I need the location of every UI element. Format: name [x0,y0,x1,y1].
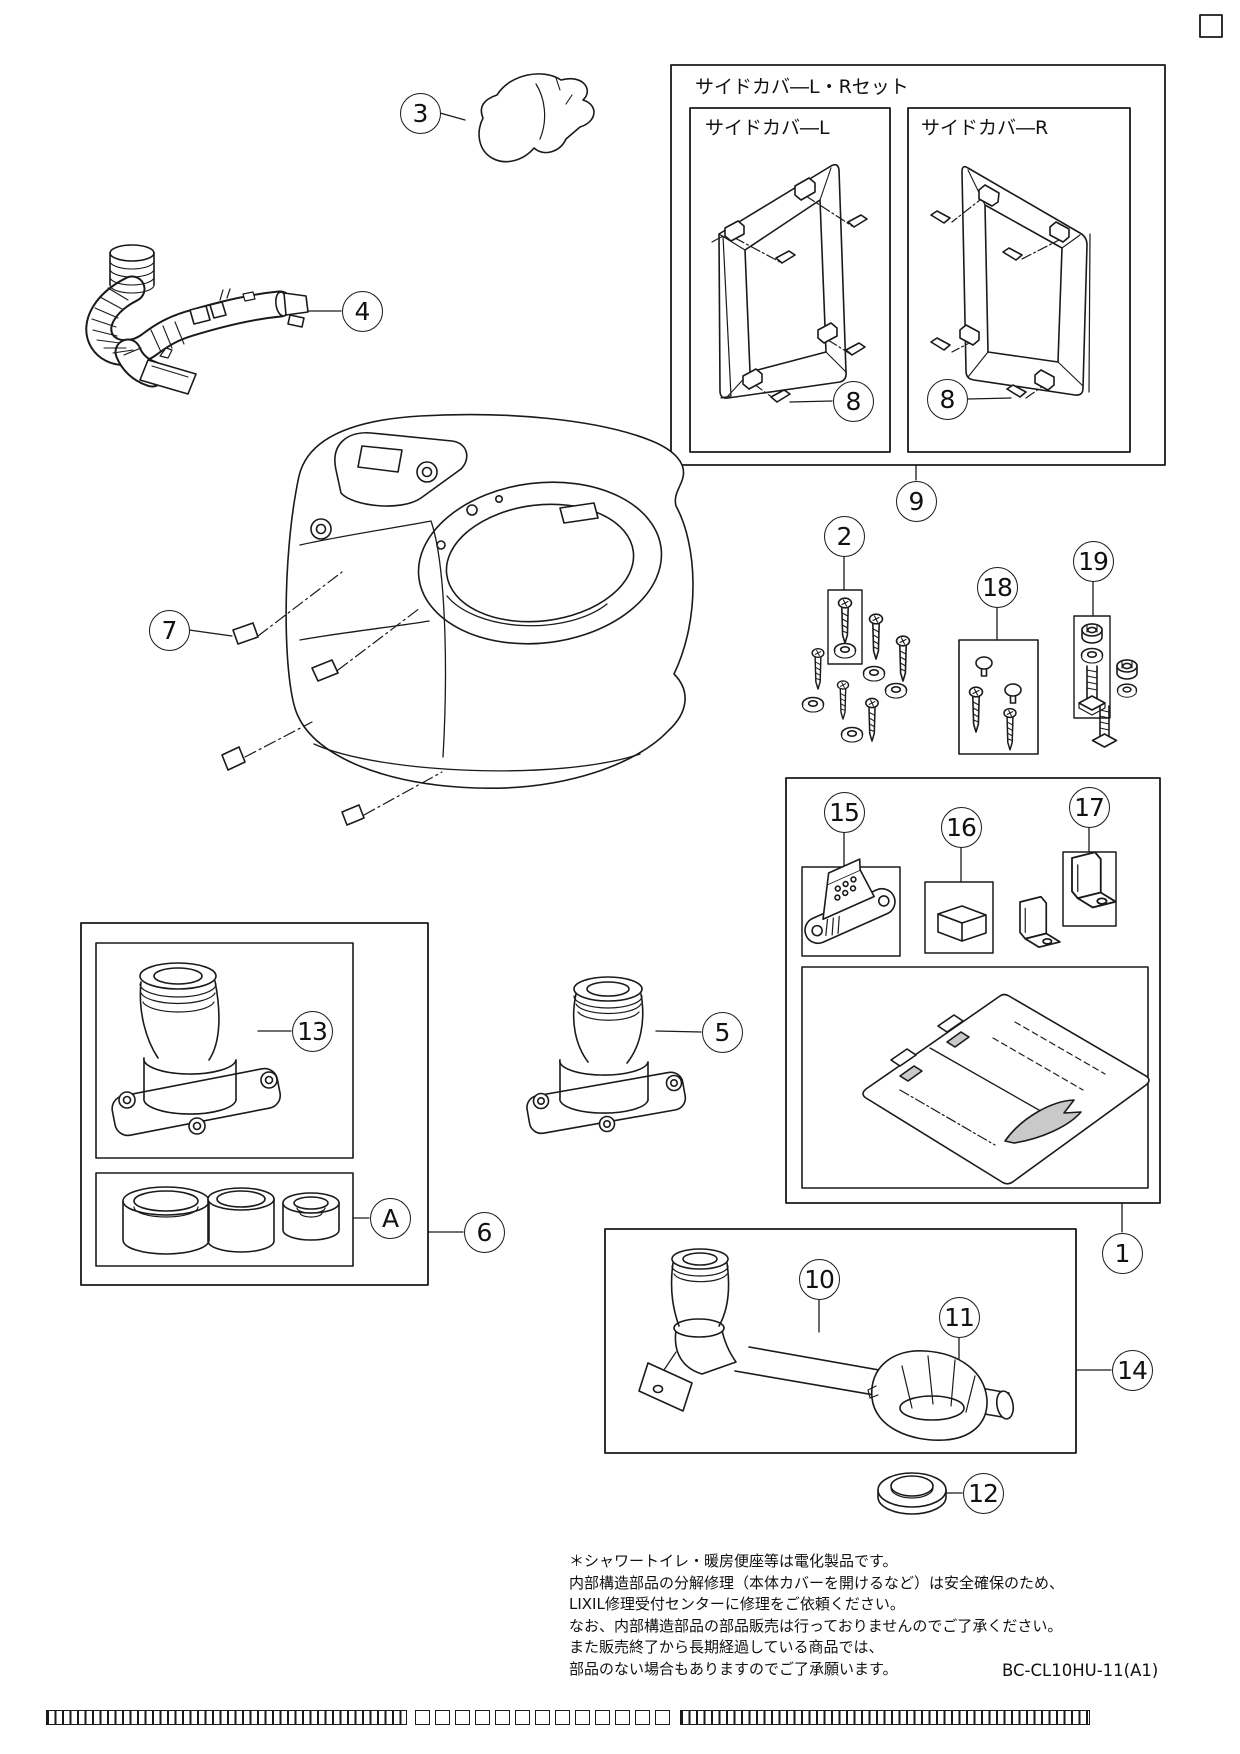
part-A-box [95,1172,354,1267]
side-cover-right-label: サイドカバ―R [921,117,1049,139]
barcode-strip-right [680,1710,1090,1725]
part-7-stickers-drawing [221,571,443,826]
document-code: BC-CL10HU-11(A1) [1002,1661,1159,1680]
side-cover-right-box [907,107,1131,453]
part-3-damper-drawing [478,73,595,163]
part-17-brackets-drawing [1019,851,1117,948]
callout-2: 2 [823,515,865,557]
callout-5: 5 [701,1011,743,1053]
toilet-body-drawing [285,413,694,789]
callout-9: 9 [895,480,937,522]
callout-7: 7 [148,609,190,651]
callout-16: 16 [940,806,982,848]
side-cover-right-panel-drawing [930,165,1091,399]
callout-8-right: 8 [926,378,968,420]
callout-A: A [369,1197,411,1239]
side-cover-set-box [670,64,1166,466]
callout-10: 10 [798,1258,840,1300]
callout-19: 19 [1072,540,1114,582]
side-cover-left-label: サイドカバ―L [705,117,830,139]
frame-boxes [80,14,1223,1454]
note-line: LIXIL修理受付センターに修理をご依頼ください。 [569,1595,905,1613]
barcode-square [635,1710,650,1725]
callout-14: 14 [1111,1349,1153,1391]
callout-15: 15 [823,791,865,833]
barcode-square [575,1710,590,1725]
callout-6: 6 [463,1211,505,1253]
note-line: また販売終了から長期経過している商品では、 [569,1638,884,1656]
callout-4: 4 [341,290,383,332]
barcode-square [555,1710,570,1725]
callout-17: 17 [1068,786,1110,828]
barcode-square [655,1710,670,1725]
barcode-square [515,1710,530,1725]
screw-2-box [827,589,863,665]
part-13-socket-drawing [111,962,282,1137]
part-1-sheet-drawing [862,993,1150,1185]
side-cover-set-title: サイドカバ―L・Rセット [695,76,909,98]
barcode-squares [415,1710,672,1725]
barcode-square [435,1710,450,1725]
callout-13: 13 [291,1010,333,1052]
barcode-square [615,1710,630,1725]
callout-12: 12 [962,1472,1004,1514]
corner-mark [1199,14,1223,38]
barcode-square [475,1710,490,1725]
kit-6-box [80,922,429,1286]
part-18-fasteners-drawing [968,656,1022,751]
part-16-box [924,881,994,954]
barcode-strip-left [46,1710,407,1725]
callout-18: 18 [976,566,1018,608]
barcode-square [495,1710,510,1725]
part-11-cap-drawing [867,1350,988,1441]
callout-8-left: 8 [832,380,874,422]
leader-lines [188,112,1123,1494]
part-4-hose-drawing [85,244,309,395]
note-line: ＊シャワートイレ・暖房便座等は電化製品です。 [569,1552,898,1570]
barcode-square [535,1710,550,1725]
fastener-18-box [958,639,1039,755]
side-cover-left-panel-drawing [711,163,868,403]
barcode-square [455,1710,470,1725]
part-16-block-drawing [937,905,987,942]
footer-notes: ＊シャワートイレ・暖房便座等は電化製品です。内部構造部品の分解修理（本体カバーを… [569,1551,1064,1680]
part-5-socket-drawing [526,976,687,1135]
part-15-connector-drawing [804,858,896,945]
part-13-box [95,942,354,1159]
fastener-19-box [1073,615,1111,719]
barcode-square [595,1710,610,1725]
note-line: なお、内部構造部品の部品販売は行っておりませんのでご了承ください。 [569,1616,1063,1635]
part-12-ring-drawing [877,1472,947,1515]
kit-14-box [604,1228,1077,1454]
kit-1-box [785,777,1161,1204]
callout-1: 1 [1101,1232,1143,1274]
barcode-square [415,1710,430,1725]
callout-3: 3 [399,92,441,134]
callout-11: 11 [938,1296,980,1338]
note-line: 部品のない場合もありますのでご了承願います。 [569,1659,898,1678]
part-2-screw-set-drawing [801,597,911,743]
note-line: 内部構造部品の分解修理（本体カバーを開けるなど）は安全確保のため、 [569,1573,1065,1592]
part-10-pipe-drawing [638,1248,1015,1420]
side-cover-left-box [689,107,891,453]
part-19-bolt-set-drawing [1078,623,1138,748]
part-A-bushings-drawing [122,1186,340,1255]
